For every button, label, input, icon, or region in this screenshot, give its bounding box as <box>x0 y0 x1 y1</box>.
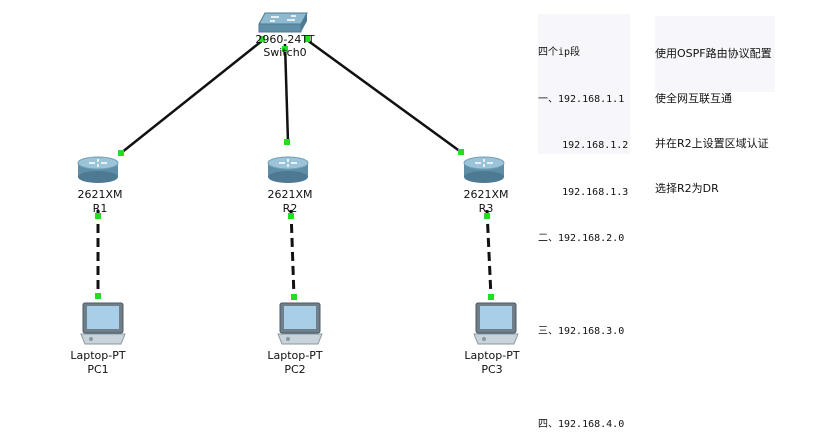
link-light <box>304 36 310 42</box>
ospf-task-note[interactable]: 使用OSPF路由协议配置 使全网互联互通 并在R2上设置区域认证 选择R2为DR <box>655 16 775 195</box>
link-r2-pc2[interactable] <box>289 209 296 298</box>
router-r3-model: 2621XM <box>463 188 509 201</box>
note-line <box>538 371 630 387</box>
link-switch-r3[interactable] <box>306 38 462 154</box>
router-icon <box>463 156 505 183</box>
laptop-icon <box>473 302 519 345</box>
laptop-pc3-model: Laptop-PT <box>464 349 520 362</box>
laptop-pc1-name: PC1 <box>87 363 109 376</box>
note-line: 四个ip段 <box>538 47 581 58</box>
laptop-pc2[interactable] <box>276 302 324 346</box>
note-line: 三、192.168.3.0 <box>538 326 625 337</box>
laptop-icon <box>80 302 126 345</box>
link-light <box>95 213 101 219</box>
link-light <box>291 294 297 300</box>
switch-model-label: 2960-24TT <box>255 33 315 46</box>
link-r3-pc3[interactable] <box>485 209 493 298</box>
router-icon <box>77 156 119 183</box>
link-light <box>284 139 290 145</box>
note-line: 一、192.168.1.1 <box>538 93 625 105</box>
link-light <box>95 293 101 299</box>
link-light <box>458 149 464 155</box>
link-light <box>259 36 265 42</box>
router-icon <box>267 156 309 183</box>
router-r2[interactable] <box>267 155 311 185</box>
note-line: 192.168.1.3 <box>538 186 629 198</box>
note-line: 使全网互联互通 <box>655 92 732 105</box>
note-line: 四、192.168.4.0 <box>538 419 625 430</box>
ip-segments-note[interactable]: 四个ip段 一、192.168.1.1 192.168.1.2 192.168.… <box>538 14 630 430</box>
router-r3-name: R3 <box>478 202 494 215</box>
laptop-icon <box>277 302 323 345</box>
link-light <box>282 46 288 52</box>
router-r1-name: R1 <box>92 202 108 215</box>
laptop-pc2-model: Laptop-PT <box>267 349 323 362</box>
link-light <box>488 294 494 300</box>
laptop-pc2-name: PC2 <box>284 363 306 376</box>
router-r2-name: R2 <box>282 202 298 215</box>
note-line <box>538 278 630 294</box>
link-light <box>288 213 294 219</box>
note-line: 二、192.168.2.0 <box>538 233 625 244</box>
switch-device[interactable] <box>257 10 309 36</box>
note-line: 使用OSPF路由协议配置 <box>655 47 772 60</box>
link-switch-r2[interactable] <box>283 43 290 143</box>
laptop-pc1-model: Laptop-PT <box>70 349 126 362</box>
router-r1-model: 2621XM <box>77 188 123 201</box>
switch-name-label: Switch0 <box>263 46 307 59</box>
note-line: 选择R2为DR <box>655 182 719 195</box>
link-light <box>118 150 124 156</box>
link-switch-r1[interactable] <box>120 39 264 154</box>
router-r3[interactable] <box>463 155 507 185</box>
router-r2-model: 2621XM <box>267 188 313 201</box>
laptop-pc1[interactable] <box>79 302 127 346</box>
note-line: 并在R2上设置区域认证 <box>655 137 769 150</box>
note-line: 192.168.1.2 <box>538 140 629 151</box>
switch-icon <box>258 12 308 33</box>
link-light <box>484 213 490 219</box>
router-r1[interactable] <box>77 155 121 185</box>
laptop-pc3[interactable] <box>472 302 520 346</box>
laptop-pc3-name: PC3 <box>481 363 503 376</box>
